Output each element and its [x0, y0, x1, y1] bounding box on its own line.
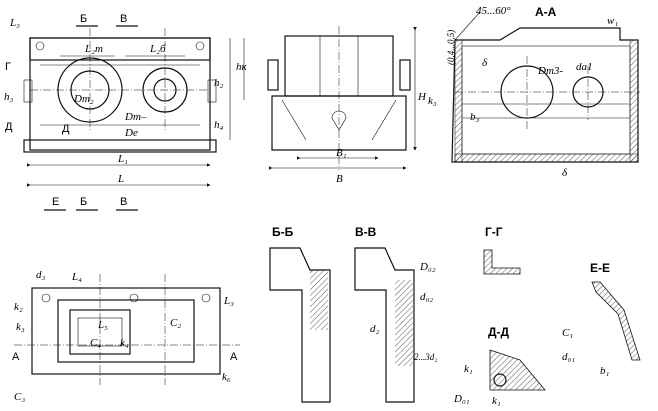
label-d3: d₃ [36, 269, 46, 281]
top-flange [29, 37, 211, 61]
label-B1: B₁ [336, 147, 347, 159]
label-h2: h₂ [214, 77, 224, 89]
label-B: B [336, 173, 343, 185]
label-C4: C₄ [90, 337, 101, 349]
label-L3: L₃ [223, 295, 234, 307]
label-delta2: δ [562, 167, 568, 179]
cut-mark: Б [80, 13, 87, 25]
label-range: (0,4...0,5) [446, 30, 456, 65]
label-angle: 45...60° [476, 5, 511, 17]
label-DT: Dт– [124, 111, 147, 123]
label-delta: δ [482, 57, 488, 69]
section-dd: Д-Д k₁ D₀₁ k₁ [453, 325, 546, 407]
front-view: L₃ L₂т L₂б Dт₂ Dт– Dе L₁ L h₂ hк h₃ h₄ Б… [4, 13, 248, 211]
cut-mark: В [120, 196, 127, 208]
housing-outline [29, 37, 211, 151]
label-L5: L₅ [97, 319, 108, 331]
label-L2B: L₂б [149, 43, 166, 55]
label-C3: C₃ [14, 391, 25, 403]
label-h4: h₄ [214, 119, 224, 131]
label-D01: D₀₁ [453, 393, 470, 405]
cut-mark: Е [52, 196, 59, 208]
label-hk: hк [236, 61, 248, 73]
cut-mark: Д [5, 121, 13, 133]
label-L1: L₁ [117, 153, 128, 165]
section-title: В-В [355, 225, 377, 239]
label-range: 2...3d₂ [414, 352, 437, 362]
side-view: H B₁ B [267, 26, 427, 185]
cut-mark: В [120, 13, 127, 25]
label-d2: d₂ [370, 323, 380, 335]
label-k6: k₆ [222, 371, 231, 383]
label-DE: Dе [124, 127, 138, 139]
cut-mark: Г [5, 61, 11, 73]
plan-view: d₃ L₄ k₂ L₅ C₂ C₃ C₄ k₃ L₃ k₄ k₆ А А [12, 269, 240, 403]
label-b1: b₁ [600, 365, 610, 377]
label-DT3: Dт3- [537, 65, 563, 77]
label-C1: C₁ [562, 327, 573, 339]
label-k1b: k₁ [492, 395, 501, 407]
section-title: Б-Б [272, 225, 294, 239]
label-k3: k₃ [428, 95, 437, 107]
label-k4: k₄ [120, 337, 129, 349]
section-ee: Е-Е C₁ d₀₁ b₁ [562, 261, 641, 377]
label-H: H [417, 91, 427, 103]
cut-mark: Д [62, 123, 70, 135]
label-d02: d₀₂ [420, 291, 433, 303]
section-aa-view: А-А 45...60° w₁ (0,4...0,5) δ Dт3- dа1 k… [428, 5, 640, 179]
label-b3: b₃ [470, 111, 480, 123]
label-L4: L₄ [71, 271, 82, 283]
label-h3: h₃ [4, 91, 14, 103]
section-title: А-А [535, 5, 557, 19]
section-title: Д-Д [488, 325, 510, 339]
foot [23, 139, 217, 153]
section-vv: В-В D₀₂ d₀₂ d₂ 2...3d₂ [354, 225, 437, 403]
section-title: Е-Е [590, 261, 610, 275]
side-bottom [271, 95, 407, 151]
plan-outline [31, 287, 221, 375]
label-w1: w₁ [607, 15, 618, 27]
section-bb: Б-Б [269, 225, 331, 403]
label-L3: L₃ [9, 17, 20, 29]
label-d01: d₀₁ [562, 351, 575, 363]
label-D02: D₀₂ [419, 261, 436, 273]
cut-mark: А [12, 351, 20, 363]
label-k2: k₂ [14, 301, 23, 313]
cut-mark: Б [80, 196, 87, 208]
section-aa-outline [451, 27, 639, 163]
label-k1: k₁ [464, 363, 473, 375]
label-DT2: Dт₂ [73, 93, 94, 105]
cut-mark: А [230, 351, 238, 363]
section-title: Г-Г [485, 225, 503, 239]
label-k3: k₃ [16, 321, 25, 333]
label-C2: C₂ [170, 317, 181, 329]
section-gg: Г-Г [483, 225, 521, 275]
label-da1: dа1 [576, 61, 593, 73]
label-L2T: L₂т [84, 43, 103, 55]
label-L: L [117, 173, 124, 185]
